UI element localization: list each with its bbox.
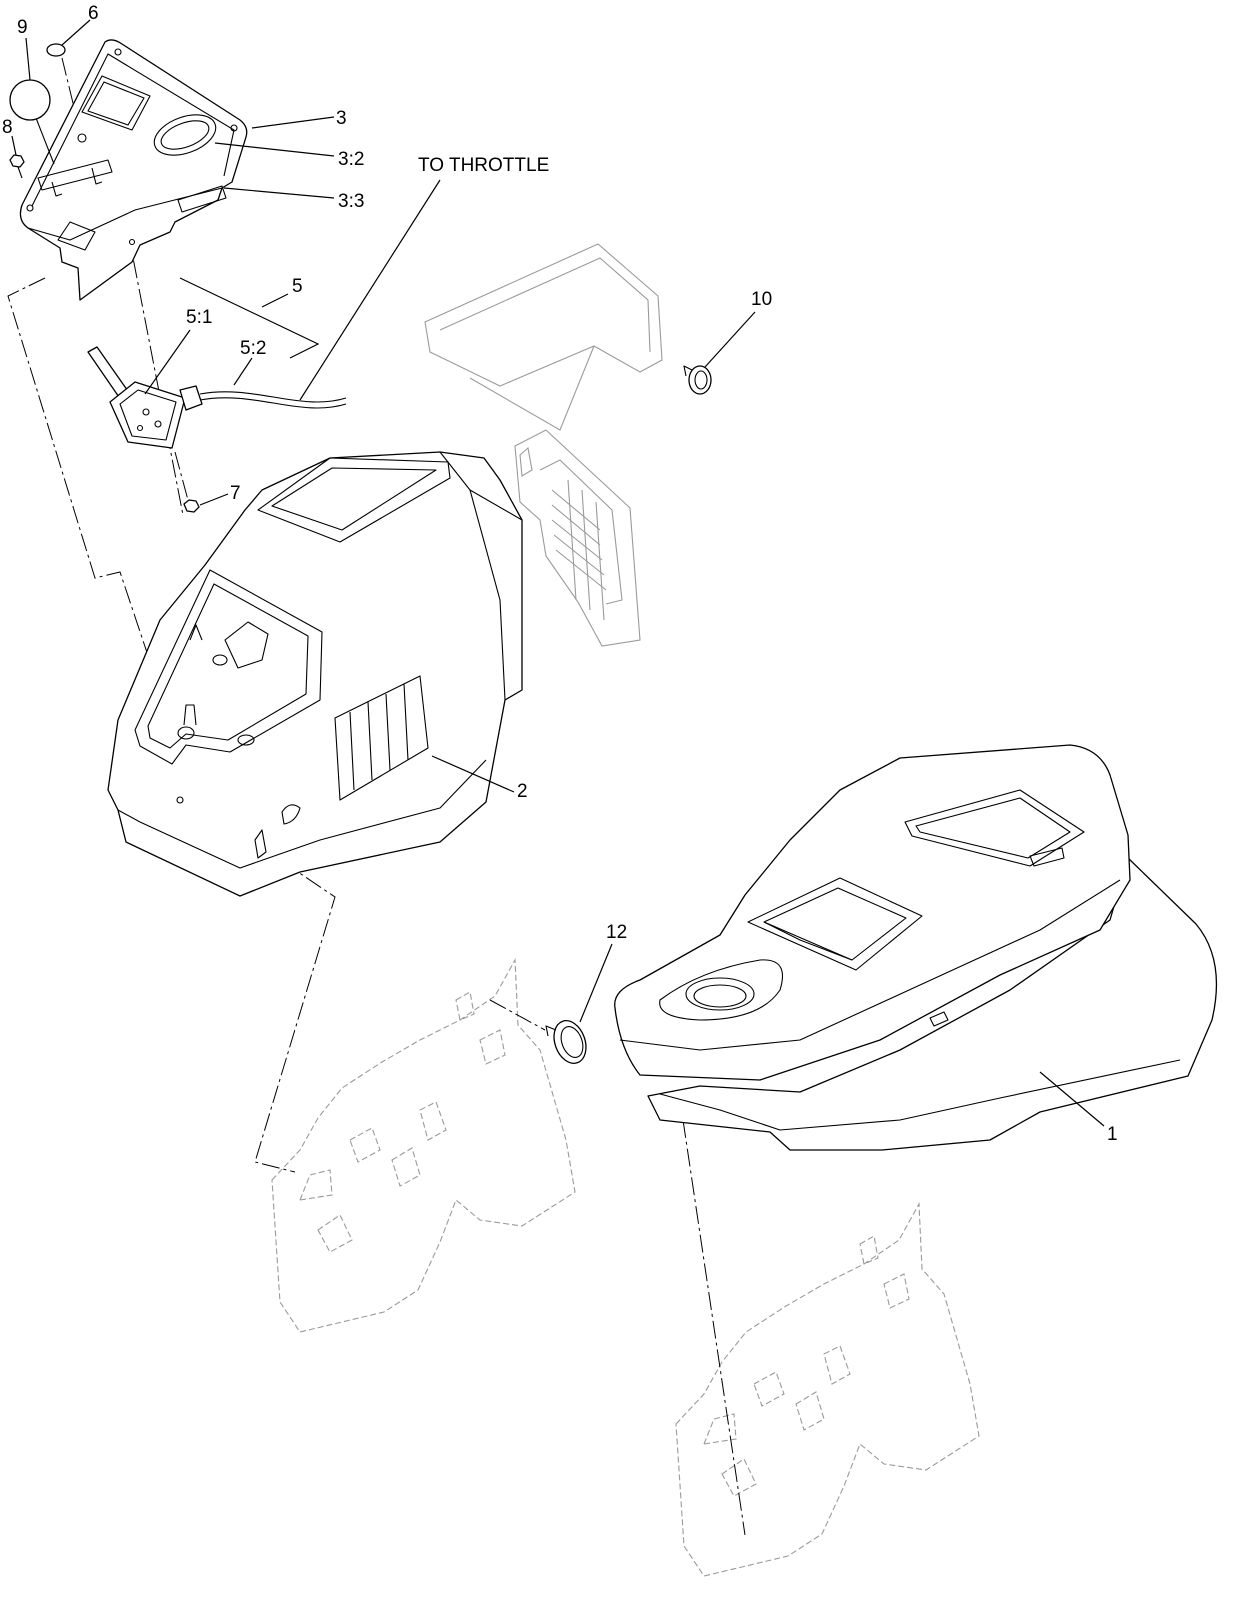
part-7-nut: [183, 499, 200, 513]
callout-6: 6: [88, 3, 99, 24]
callout-10: 10: [751, 289, 772, 310]
part-6-plug: [46, 43, 66, 57]
callout-12: 12: [606, 922, 627, 943]
console-2-control-recess: [134, 569, 323, 765]
callout-5-2: 5:2: [240, 338, 266, 359]
part-12-clamp: [545, 1020, 587, 1064]
leader-lines: [11, 19, 1105, 1127]
phantom-panel-left: [271, 958, 576, 1333]
part-1-side-console: [614, 744, 1218, 1151]
callout-to-throttle: TO THROTTLE: [418, 155, 549, 176]
callout-3: 3: [336, 108, 347, 129]
part-10-cable-clamp: [683, 365, 712, 395]
part-3-3-label-decal: [177, 185, 227, 213]
callout-9: 9: [17, 17, 28, 38]
console-2-lid: [257, 457, 451, 543]
callout-1: 1: [1107, 1124, 1118, 1145]
console-1-storage-recess: [747, 877, 923, 971]
console-2-side-vents: [334, 675, 429, 801]
callout-2: 2: [517, 781, 528, 802]
callout-5: 5: [292, 276, 303, 297]
part-8-screw: [9, 154, 25, 179]
callout-8: 8: [2, 117, 13, 138]
callout-3-2: 3:2: [338, 149, 364, 170]
callout-3-3: 3:3: [338, 191, 364, 212]
phantom-mounting-bracket: [424, 243, 663, 647]
part-3-control-panel: [19, 39, 248, 301]
panel-lower-window: [57, 221, 96, 251]
panel-window: [81, 75, 151, 131]
phantom-panel-right: [675, 1202, 980, 1577]
callout-5-1: 5:1: [186, 307, 212, 328]
part-5-2-throttle-cable: [199, 391, 347, 403]
part-2-control-console: [107, 451, 523, 897]
part-5-throttle-control: [87, 346, 347, 449]
callout-7: 7: [230, 483, 241, 504]
panel-round-opening: [153, 114, 217, 156]
console-1-cup-holder: [659, 959, 784, 1021]
part-9-knob: [9, 79, 55, 165]
callout-labels: 9 6 8 3 3:2 3:3 TO THROTTLE 5 5:1 5:2 10…: [2, 3, 1118, 1145]
panel-throttle-slot: [37, 159, 113, 191]
